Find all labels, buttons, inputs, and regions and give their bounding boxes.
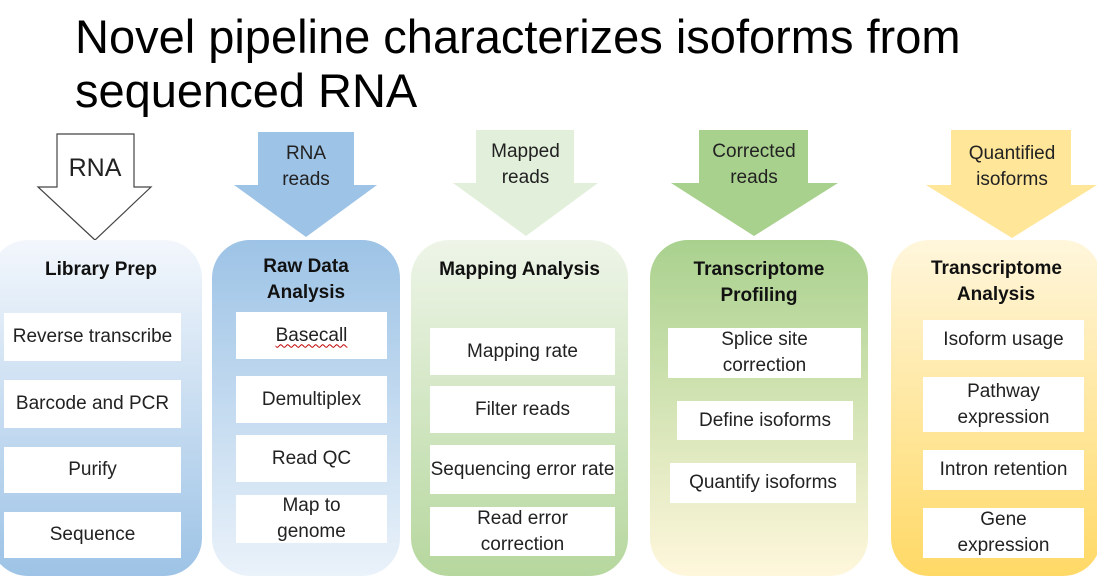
- panel-transcriptome-profiling: Transcriptome Profiling Splice site corr…: [650, 240, 868, 576]
- page-title: Novel pipeline characterizes isoforms fr…: [75, 10, 961, 117]
- arrow-label-quantified-isoforms: Quantified isoforms: [968, 143, 1056, 190]
- step-box: Splice site correction: [668, 328, 861, 378]
- step-box: Pathway expression: [923, 377, 1084, 432]
- step-box: Reverse transcribe: [4, 313, 181, 361]
- step-box: Filter reads: [430, 386, 615, 433]
- arrow-mapped-reads: [453, 130, 598, 236]
- step-box: Mapping rate: [430, 328, 615, 375]
- arrow-label-rna-reads: RNA reads: [282, 143, 330, 190]
- step-box: Purify: [4, 447, 181, 493]
- arrow-rna-reads: [234, 132, 377, 237]
- panel-title: Transcriptome Profiling: [693, 259, 825, 306]
- step-box: Read error correction: [430, 507, 615, 556]
- arrow-label-mapped-reads: Mapped reads: [491, 141, 560, 188]
- panel-title: Library Prep: [45, 259, 157, 280]
- arrow-corrected-reads: [671, 130, 838, 236]
- step-box: Barcode and PCR: [4, 380, 181, 428]
- step-box: Sequencing error rate: [430, 445, 615, 494]
- panel-raw-data-analysis: Raw Data Analysis Basecall Demultiplex R…: [212, 240, 400, 576]
- panel-transcriptome-analysis: Transcriptome Analysis Isoform usage Pat…: [891, 240, 1097, 576]
- arrow-label-rna: RNA: [68, 154, 122, 182]
- panel-library-prep: Library Prep Reverse transcribe Barcode …: [0, 240, 202, 576]
- step-box: Basecall: [236, 312, 387, 359]
- step-box: Quantify isoforms: [670, 463, 856, 503]
- step-box: Map to genome: [236, 495, 387, 543]
- panel-mapping-analysis: Mapping Analysis Mapping rate Filter rea…: [411, 240, 628, 576]
- step-box: Gene expression: [923, 508, 1084, 558]
- step-box: Sequence: [4, 512, 181, 558]
- panel-title: Raw Data Analysis: [263, 256, 349, 303]
- step-box: Read QC: [236, 435, 387, 482]
- panel-title: Transcriptome Analysis: [931, 258, 1062, 305]
- arrow-quantified-isoforms: [926, 130, 1097, 238]
- step-box: Intron retention: [923, 450, 1084, 490]
- step-box: Isoform usage: [923, 320, 1084, 360]
- panel-title: Mapping Analysis: [439, 259, 600, 280]
- step-box: Define isoforms: [677, 401, 853, 440]
- arrow-rna: [36, 133, 153, 241]
- step-box: Demultiplex: [236, 376, 387, 423]
- arrow-label-corrected-reads: Corrected reads: [712, 141, 796, 188]
